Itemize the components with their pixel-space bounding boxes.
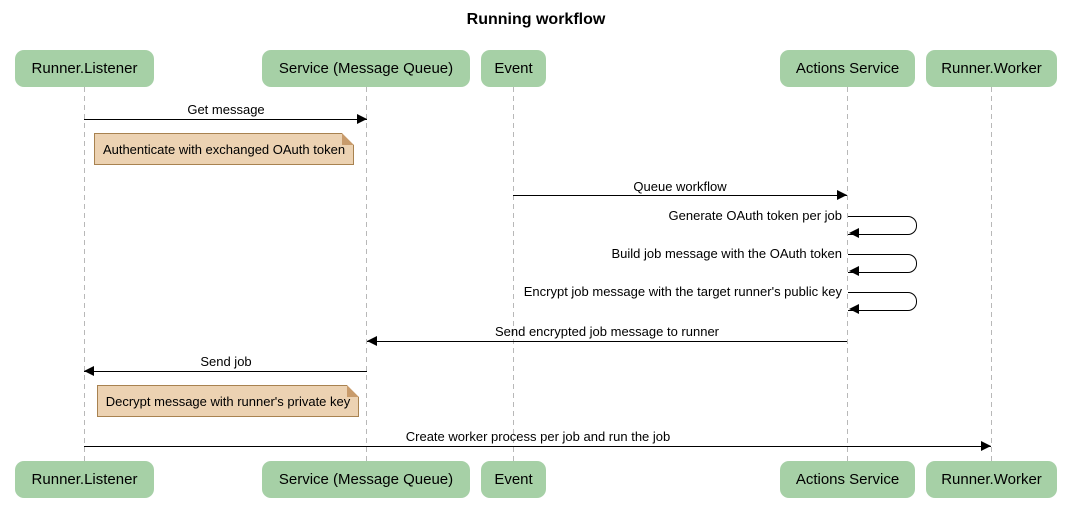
- self-loop-arrow: [848, 216, 917, 235]
- actor-top-service-message-queue: Service (Message Queue): [262, 50, 470, 87]
- actor-bottom-service-message-queue: Service (Message Queue): [262, 461, 470, 498]
- note-authenticate: Authenticate with exchanged OAuth token: [94, 133, 354, 165]
- message-label-encrypt-job-message: Encrypt job message with the target runn…: [523, 284, 842, 299]
- message-label-send-job: Send job: [200, 354, 252, 369]
- actor-top-runner-listener: Runner.Listener: [15, 50, 154, 87]
- arrowhead-right-icon: [357, 114, 367, 124]
- arrowhead-right-icon: [837, 190, 847, 200]
- diagram-title: Running workflow: [466, 11, 606, 28]
- arrowhead-left-icon: [849, 304, 859, 314]
- actor-bottom-runner-listener: Runner.Listener: [15, 461, 154, 498]
- message-label-queue-workflow: Queue workflow: [633, 179, 727, 194]
- arrowhead-left-icon: [84, 366, 94, 376]
- lifeline-actions-service: [847, 87, 848, 461]
- lifeline-runner-worker: [991, 87, 992, 461]
- actor-bottom-event: Event: [481, 461, 546, 498]
- message-label-create-worker: Create worker process per job and run th…: [405, 429, 671, 444]
- arrowhead-left-icon: [367, 336, 377, 346]
- message-label-get-message: Get message: [187, 102, 265, 117]
- lifeline-service-message-queue: [366, 87, 367, 461]
- actor-top-actions-service: Actions Service: [780, 50, 915, 87]
- message-line-send-job: [84, 371, 367, 372]
- actor-bottom-actions-service: Actions Service: [780, 461, 915, 498]
- actor-top-runner-worker: Runner.Worker: [926, 50, 1057, 87]
- self-loop-arrow: [848, 254, 917, 273]
- arrowhead-left-icon: [849, 228, 859, 238]
- lifeline-runner-listener: [84, 87, 85, 461]
- message-label-build-job-message: Build job message with the OAuth token: [611, 246, 842, 261]
- self-loop-arrow: [848, 292, 917, 311]
- arrowhead-left-icon: [849, 266, 859, 276]
- message-line-get-message: [84, 119, 367, 120]
- note-text: Authenticate with exchanged OAuth token: [102, 141, 346, 157]
- actor-bottom-runner-worker: Runner.Worker: [926, 461, 1057, 498]
- lifeline-event: [513, 87, 514, 461]
- arrowhead-right-icon: [981, 441, 991, 451]
- message-line-send-encrypted-job: [367, 341, 847, 342]
- message-label-generate-oauth-token: Generate OAuth token per job: [668, 208, 842, 223]
- message-line-queue-workflow: [513, 195, 847, 196]
- note-text: Decrypt message with runner's private ke…: [105, 393, 351, 409]
- note-decrypt: Decrypt message with runner's private ke…: [97, 385, 359, 417]
- message-line-create-worker: [84, 446, 991, 447]
- actor-top-event: Event: [481, 50, 546, 87]
- message-label-send-encrypted-job: Send encrypted job message to runner: [494, 324, 720, 339]
